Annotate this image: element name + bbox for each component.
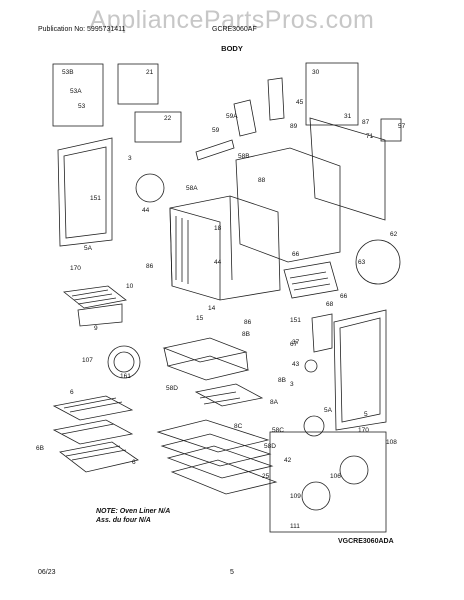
section-title: BODY: [221, 44, 243, 53]
svg-text:59: 59: [212, 127, 220, 134]
oven-liner-note: NOTE: Oven Liner N/A Ass. du four N/A: [96, 507, 170, 525]
svg-text:5: 5: [364, 411, 368, 418]
svg-text:111: 111: [290, 523, 300, 530]
svg-text:66: 66: [340, 293, 348, 300]
svg-text:66: 66: [292, 251, 300, 258]
box-30: [305, 62, 359, 126]
svg-text:10: 10: [126, 283, 134, 290]
svg-text:15: 15: [196, 315, 204, 322]
box-21: [117, 63, 159, 105]
box-22: [134, 111, 182, 143]
svg-text:170: 170: [358, 427, 369, 434]
svg-text:6: 6: [132, 459, 136, 466]
svg-text:58D: 58D: [264, 443, 276, 450]
svg-text:88: 88: [258, 177, 266, 184]
svg-text:109: 109: [290, 493, 301, 500]
svg-text:21: 21: [146, 69, 154, 76]
svg-text:161: 161: [120, 373, 131, 380]
svg-text:8B: 8B: [278, 377, 286, 384]
svg-text:62: 62: [390, 231, 398, 238]
svg-text:44: 44: [142, 207, 150, 214]
svg-text:8B: 8B: [242, 331, 250, 338]
svg-text:107: 107: [82, 357, 93, 364]
svg-text:87: 87: [362, 119, 370, 126]
svg-text:53B: 53B: [62, 69, 74, 76]
svg-text:37: 37: [292, 339, 300, 346]
svg-text:71: 71: [366, 133, 374, 140]
svg-text:106: 106: [330, 473, 341, 480]
callouts: 53B 53A 53 21 22 30 31 45 59A 59 58B 88 …: [36, 69, 406, 530]
svg-text:8A: 8A: [270, 399, 279, 406]
svg-text:53: 53: [78, 103, 86, 110]
svg-text:86: 86: [244, 319, 252, 326]
svg-text:86: 86: [146, 263, 154, 270]
svg-text:6B: 6B: [36, 445, 44, 452]
svg-text:3: 3: [290, 381, 294, 388]
page-number: 5: [230, 569, 234, 576]
model-number: GCRE3060AF: [212, 26, 257, 33]
part-57: [380, 118, 402, 142]
svg-text:68: 68: [326, 301, 334, 308]
svg-text:151: 151: [290, 317, 301, 324]
svg-text:18: 18: [214, 225, 222, 232]
svg-text:6: 6: [70, 389, 74, 396]
svg-text:43: 43: [292, 361, 300, 368]
svg-text:9: 9: [94, 325, 98, 332]
footer-date: 06/23: [38, 569, 56, 576]
svg-text:31: 31: [344, 113, 352, 120]
svg-text:5A: 5A: [84, 245, 93, 252]
svg-text:58B: 58B: [238, 153, 250, 160]
svg-text:63: 63: [358, 259, 366, 266]
svg-text:45: 45: [296, 99, 304, 106]
svg-text:5A: 5A: [324, 407, 333, 414]
svg-text:151: 151: [90, 195, 101, 202]
svg-text:22: 22: [164, 115, 172, 122]
diagram-code: VGCRE3060ADA: [338, 538, 394, 545]
svg-text:59A: 59A: [226, 113, 238, 120]
svg-text:3: 3: [128, 155, 132, 162]
note-line-en: NOTE: Oven Liner N/A: [96, 508, 171, 515]
svg-text:108: 108: [386, 439, 397, 446]
svg-text:14: 14: [208, 305, 216, 312]
svg-text:89: 89: [290, 123, 298, 130]
box-53: [52, 63, 104, 127]
note-line-fr: Ass. du four N/A: [96, 517, 151, 524]
svg-text:58C: 58C: [272, 427, 284, 434]
svg-text:67: 67: [290, 341, 298, 348]
svg-text:25: 25: [262, 473, 270, 480]
publication-number: Publication No: 5995731411: [38, 26, 126, 33]
svg-text:58A: 58A: [186, 185, 198, 192]
svg-text:30: 30: [312, 69, 320, 76]
svg-text:44: 44: [214, 259, 222, 266]
svg-text:58D: 58D: [166, 385, 178, 392]
svg-text:57: 57: [398, 123, 406, 130]
svg-text:42: 42: [284, 457, 292, 464]
svg-text:8C: 8C: [234, 423, 243, 430]
svg-text:53A: 53A: [70, 88, 82, 95]
watermark: AppliancePartsPros.com: [89, 6, 375, 34]
svg-text:170: 170: [70, 265, 81, 272]
